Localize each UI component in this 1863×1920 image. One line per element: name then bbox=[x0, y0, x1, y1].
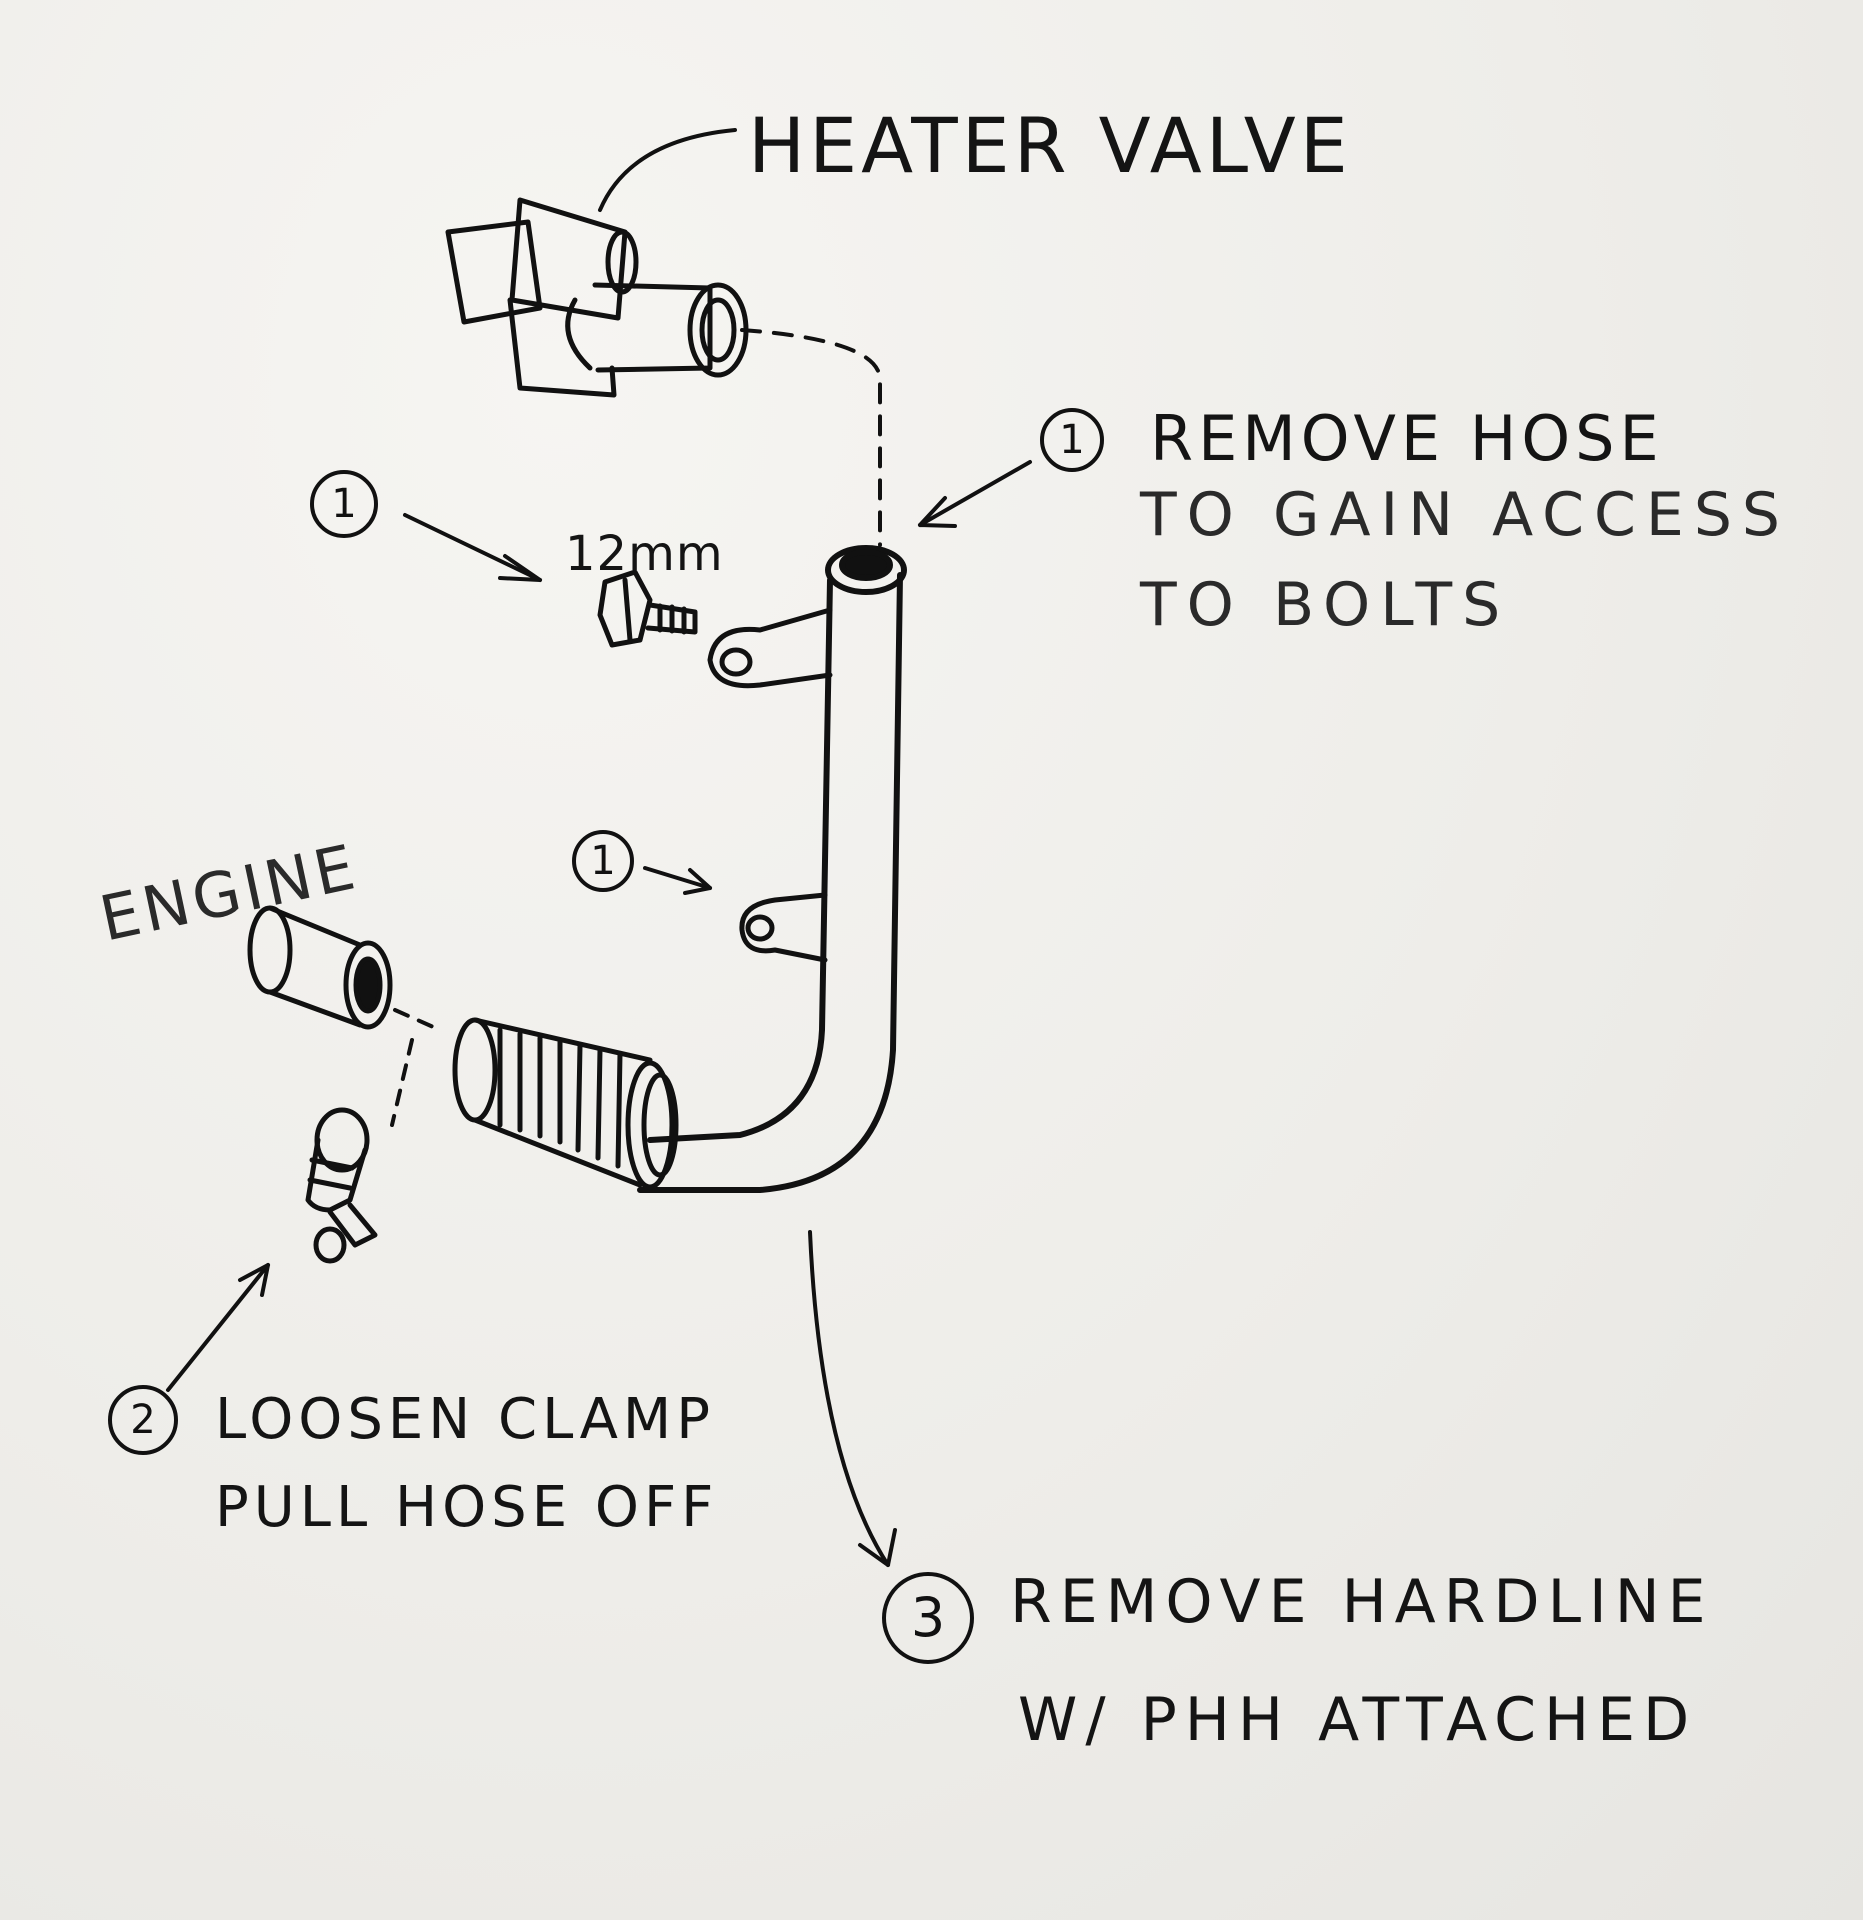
step2-badge: 2 bbox=[108, 1385, 178, 1455]
phh-attached-label: W/ PHH ATTACHED bbox=[1018, 1685, 1698, 1755]
step1-badge-lower: 1 bbox=[572, 830, 634, 892]
to-gain-access-label: TO GAIN ACCESS bbox=[1140, 480, 1790, 550]
lower-mounting-tab bbox=[739, 892, 828, 963]
step1-badge-top: 1 bbox=[1040, 408, 1104, 472]
engine-fitting bbox=[247, 905, 393, 1030]
arrow-step1-top bbox=[918, 460, 1032, 528]
loosen-clamp-label: LOOSEN CLAMP bbox=[215, 1387, 715, 1452]
hardline-pipe bbox=[637, 545, 907, 1193]
step1-badge-bolt: 1 bbox=[310, 470, 378, 538]
arrow-step1-lower bbox=[643, 866, 712, 895]
dashed-line-valve-to-pipe bbox=[740, 328, 882, 547]
arrow-step3 bbox=[808, 1230, 897, 1567]
heater-valve-label: HEATER VALVE bbox=[748, 101, 1352, 190]
heater-valve-leader bbox=[598, 128, 737, 212]
bolt-size-label: 12mm bbox=[565, 526, 724, 582]
upper-mounting-tab bbox=[707, 607, 833, 689]
rubber-hose bbox=[452, 1017, 679, 1190]
remove-hose-label: REMOVE HOSE bbox=[1150, 402, 1664, 475]
arrow-step1-bolt bbox=[403, 513, 542, 582]
step3-badge: 3 bbox=[882, 1572, 974, 1664]
remove-hardline-label: REMOVE HARDLINE bbox=[1010, 1567, 1714, 1637]
arrow-step2 bbox=[166, 1263, 270, 1392]
hose-clamp bbox=[305, 1107, 378, 1264]
heater-valve-part bbox=[445, 197, 749, 398]
dashed-line-engine-to-hose bbox=[393, 1008, 442, 1032]
to-bolts-label: TO BOLTS bbox=[1140, 570, 1511, 640]
pull-hose-off-label: PULL HOSE OFF bbox=[215, 1475, 719, 1540]
dashed-line-clamp-to-engine bbox=[390, 1038, 414, 1127]
bolt-12mm bbox=[597, 569, 698, 648]
